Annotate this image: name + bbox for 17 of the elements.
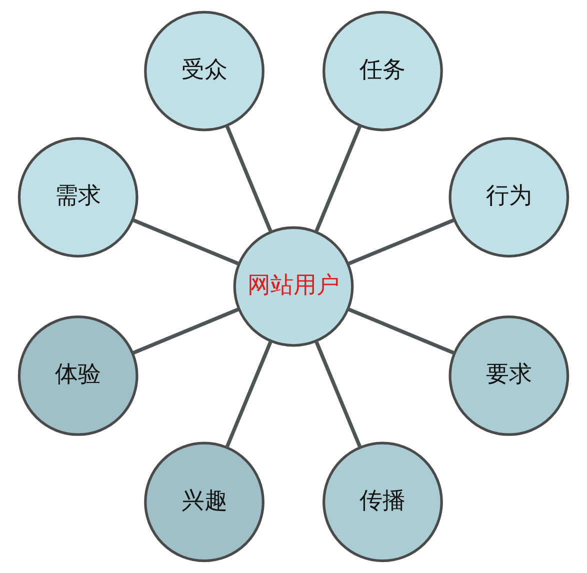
- node-circle: 受众: [144, 10, 264, 132]
- node-circle: 传播: [322, 442, 443, 562]
- connector: [132, 218, 240, 266]
- node-circle: 兴趣: [144, 442, 264, 562]
- connector: [314, 340, 362, 448]
- connector: [225, 340, 273, 448]
- connector: [314, 124, 362, 233]
- node-circle: 网站用户: [233, 226, 354, 347]
- node-circle: 行为: [448, 137, 570, 258]
- node-circle: 需求: [18, 137, 138, 258]
- connector: [347, 218, 456, 266]
- connector: [132, 307, 240, 355]
- connector: [347, 307, 456, 355]
- node-circle: 要求: [448, 316, 570, 436]
- node-circle: 任务: [322, 10, 443, 132]
- node-circle: 体验: [18, 316, 138, 436]
- connector: [225, 124, 273, 233]
